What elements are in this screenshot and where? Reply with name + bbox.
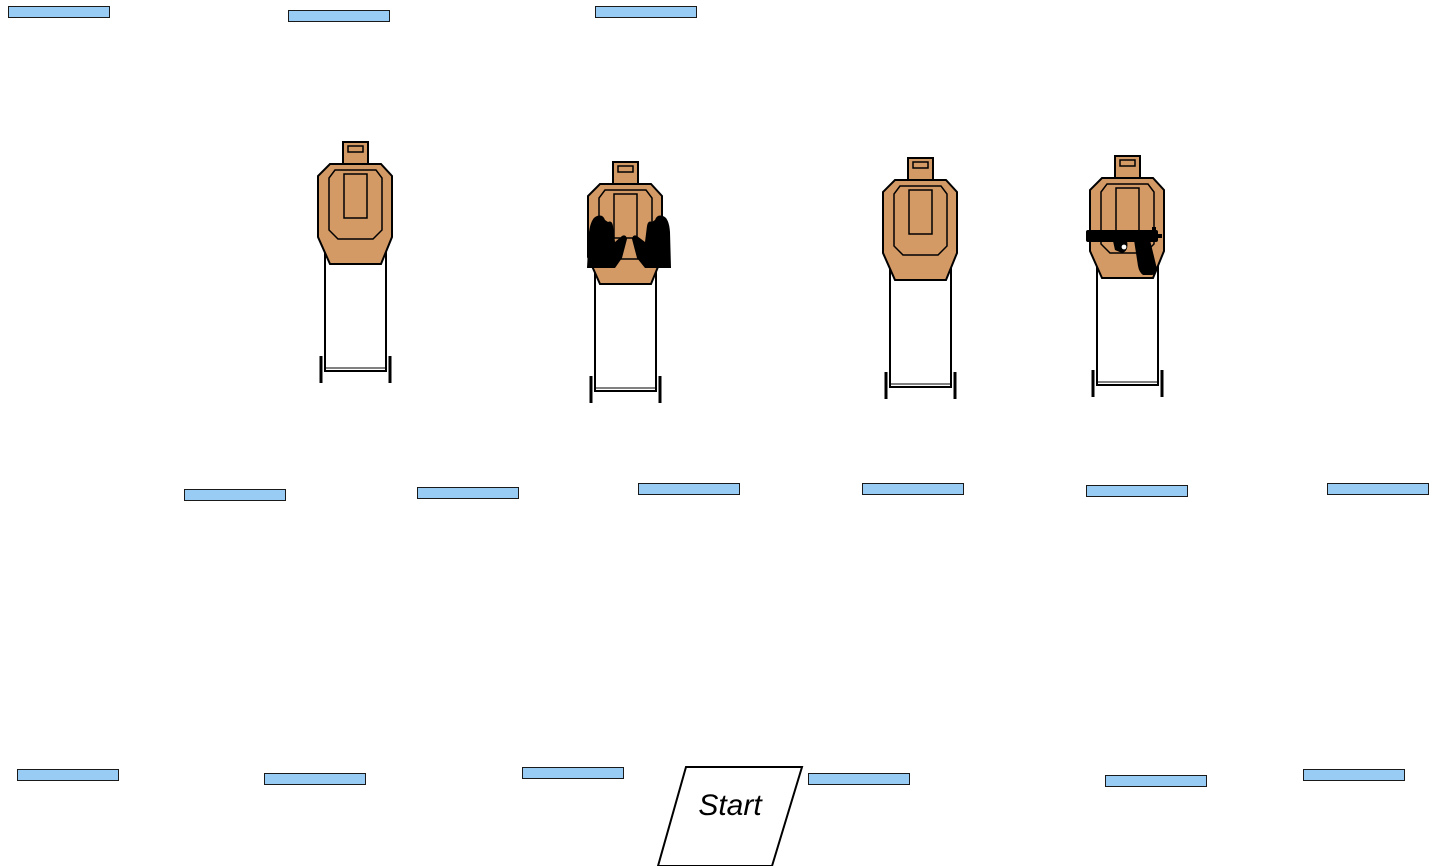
target-gun — [1086, 155, 1165, 397]
barrier — [808, 773, 910, 785]
target-stand — [1091, 266, 1164, 397]
barrier — [8, 6, 110, 18]
target-stand — [589, 272, 662, 403]
barrier — [1105, 775, 1207, 787]
target-plain — [317, 141, 393, 383]
target-body — [317, 141, 393, 265]
barrier — [595, 6, 697, 18]
barrier — [1327, 483, 1429, 495]
pistol-icon — [1086, 227, 1162, 275]
barrier — [862, 483, 964, 495]
start-label: Start — [698, 789, 762, 822]
target-stand — [884, 268, 957, 399]
barrier — [17, 769, 119, 781]
barrier — [417, 487, 519, 499]
barrier — [522, 767, 624, 779]
hands-icon — [587, 215, 671, 268]
barrier — [184, 489, 286, 501]
barrier — [288, 10, 390, 22]
start-box — [656, 766, 804, 866]
barrier — [1086, 485, 1188, 497]
barrier — [638, 483, 740, 495]
barrier — [1303, 769, 1405, 781]
target-stand — [319, 252, 392, 383]
target-body — [882, 157, 958, 281]
barrier — [264, 773, 366, 785]
target-plain — [882, 157, 958, 399]
target-hands — [587, 161, 671, 403]
